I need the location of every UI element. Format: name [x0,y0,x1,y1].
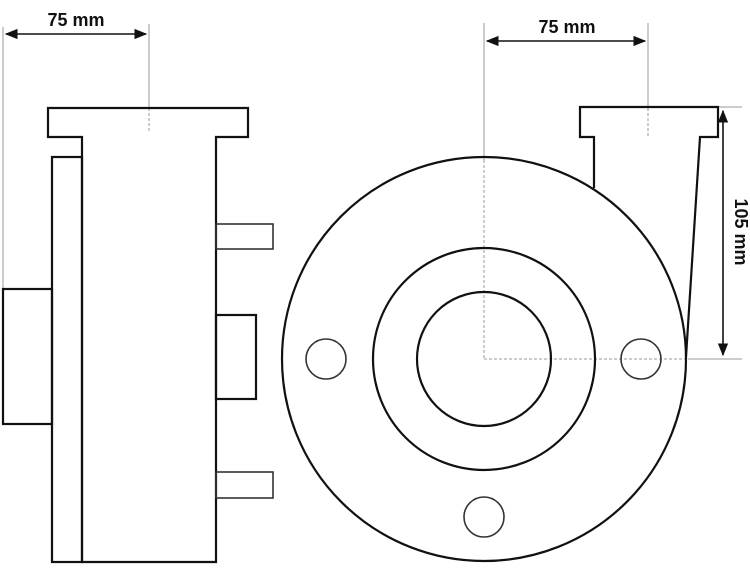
flange-outer-circle [280,155,688,563]
bolt-hole-left [305,338,347,380]
front-offset-dimension: 75 mm [483,17,649,160]
side-width-label: 75 mm [47,10,104,30]
lower-tab [215,471,274,499]
front-offset-label: 75 mm [538,17,595,37]
side-boss [1,287,54,426]
front-height-dimension: 105 mm [688,106,750,360]
bolt-hole-right [620,338,662,380]
flange-middle-ring [371,246,597,472]
flange-bore [415,290,553,428]
top-flange-and-body [46,106,250,564]
side-width-dimension: 75 mm [2,10,150,288]
middle-boss [214,313,258,401]
upper-tab [215,223,274,250]
front-view: 75 mm 105 mm [280,17,750,563]
side-plate [50,155,84,564]
side-view: 75 mm [1,10,274,564]
bolt-hole-bottom [463,496,505,538]
outlet-nozzle [578,105,720,358]
front-height-label: 105 mm [731,198,750,265]
